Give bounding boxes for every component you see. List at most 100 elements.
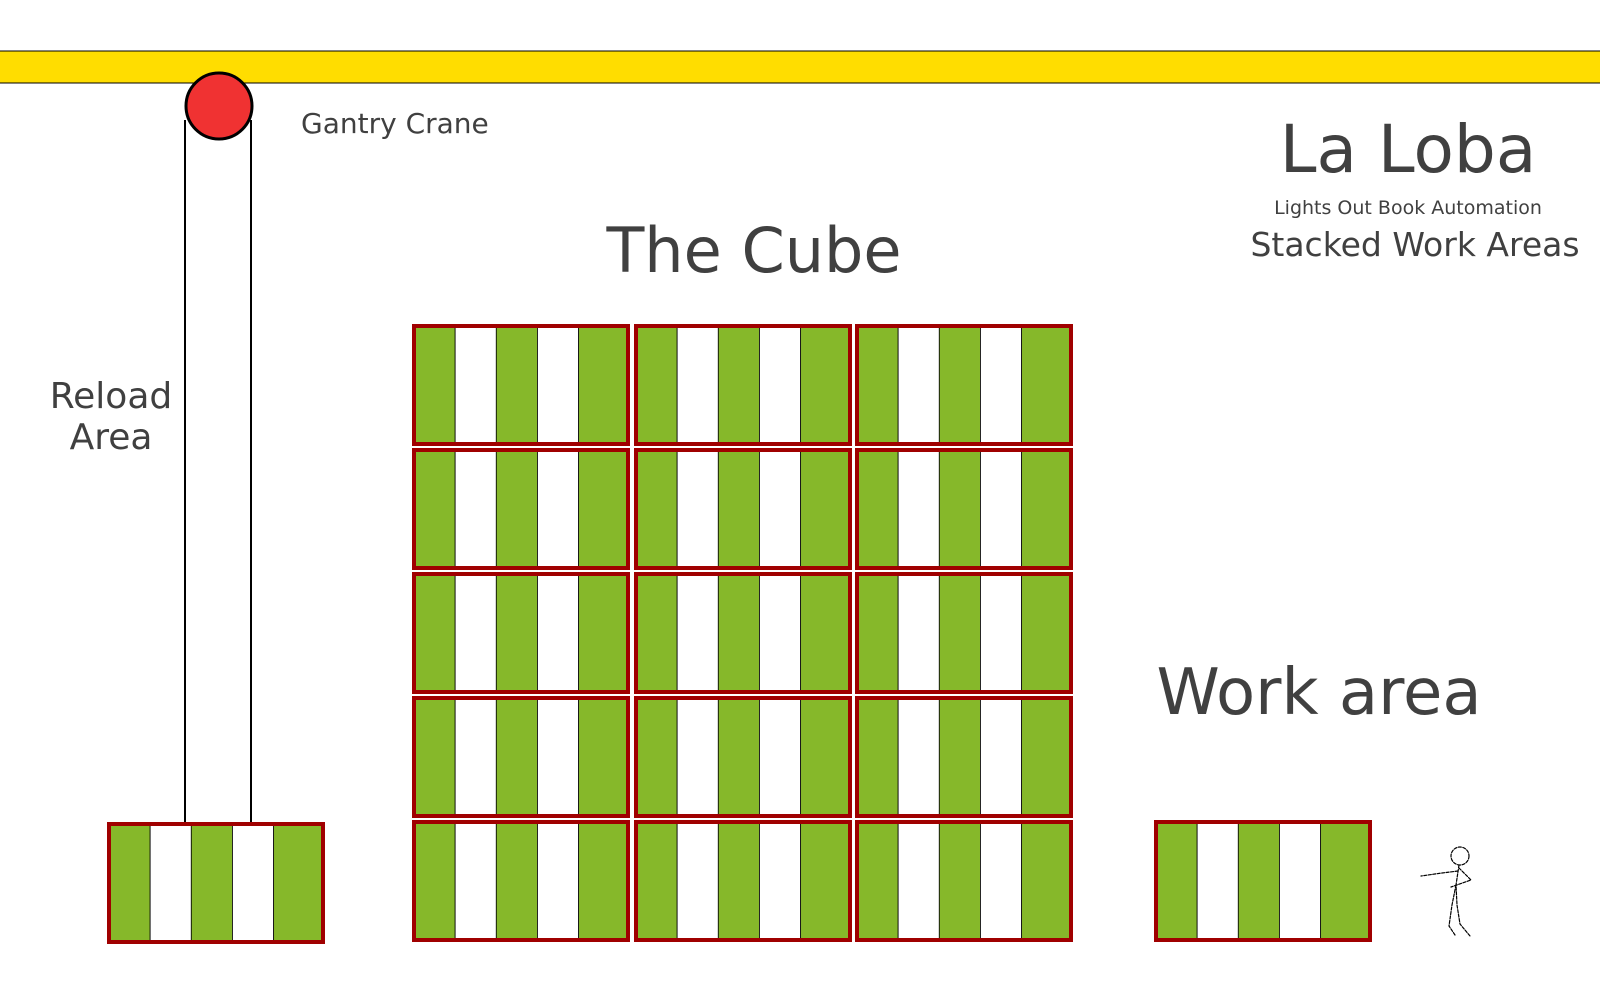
pallet-stripe-green	[108, 823, 151, 943]
cube-pallet	[412, 820, 630, 942]
pallet-stripe-green	[1155, 821, 1198, 941]
cube-pallet	[855, 696, 1073, 818]
pallet-stripe-green	[717, 449, 760, 569]
pallet-stripe-white	[1196, 821, 1239, 941]
pallet-stripe-green	[495, 821, 538, 941]
pallet-stripe-green	[1021, 449, 1072, 569]
cube-pallet	[634, 572, 852, 694]
cube-pallet	[634, 696, 852, 818]
pallet-stripe-white	[454, 697, 497, 817]
pallet-frame	[634, 696, 852, 818]
pallet-frame	[412, 448, 630, 570]
pallet-stripe-green	[938, 697, 981, 817]
pallet-frame	[855, 820, 1073, 942]
pallet-stripe-green	[800, 449, 851, 569]
pallet-stripe-white	[537, 697, 580, 817]
pallet-frame	[855, 572, 1073, 694]
pallet-stripe-white	[759, 325, 802, 445]
pallet-stripe-green	[856, 697, 899, 817]
pallet-stripe-green	[413, 573, 456, 693]
pallet-stripe-green	[856, 573, 899, 693]
pallet-stripe-white	[454, 573, 497, 693]
pallet-stripe-white	[759, 821, 802, 941]
pallet-stripe-white	[980, 573, 1023, 693]
pallet-stripe-green	[800, 821, 851, 941]
pallet-stripe-green	[856, 325, 899, 445]
pallet-stripe-white	[149, 823, 192, 943]
cube-pallet	[412, 448, 630, 570]
cube-title: The Cube	[605, 214, 901, 287]
pallet-stripe-green	[938, 449, 981, 569]
pallet-stripe-green	[578, 573, 629, 693]
pallet-frame	[634, 572, 852, 694]
pallet-stripe-white	[537, 821, 580, 941]
pallet-stripe-white	[980, 325, 1023, 445]
cube-pallet	[412, 572, 630, 694]
pallet-stripe-green	[273, 823, 324, 943]
pallet-stripe-white	[897, 325, 940, 445]
pallet-stripe-white	[1279, 821, 1322, 941]
pallet-stripe-green	[938, 573, 981, 693]
cube-pallet	[634, 448, 852, 570]
pallet-stripe-white	[454, 449, 497, 569]
cube-pallet	[855, 324, 1073, 446]
pallet-frame	[412, 324, 630, 446]
reload-area-label-line2: Area	[70, 417, 153, 458]
stacked-work-areas-label: Stacked Work Areas	[1250, 225, 1579, 264]
reload-area	[107, 822, 325, 944]
pallet-stripe-green	[495, 325, 538, 445]
reload-area-label-line1: Reload	[50, 376, 172, 417]
pallet-stripe-green	[578, 449, 629, 569]
pallet-stripe-white	[897, 821, 940, 941]
pallet-frame	[855, 448, 1073, 570]
pallet-frame	[412, 696, 630, 818]
pallet-stripe-green	[800, 697, 851, 817]
pallet-frame	[634, 324, 852, 446]
pallet-stripe-green	[495, 697, 538, 817]
pallet-stripe-green	[717, 697, 760, 817]
pallet-stripe-white	[897, 449, 940, 569]
cube-pallet	[412, 324, 630, 446]
pallet-frame	[107, 822, 325, 944]
pallet-stripe-green	[578, 821, 629, 941]
cube-pallet	[634, 324, 852, 446]
pallet-stripe-white	[454, 325, 497, 445]
pallet-stripe-green	[578, 325, 629, 445]
pallet-stripe-green	[1021, 325, 1072, 445]
pallet-stripe-green	[635, 821, 678, 941]
pallet-stripe-green	[413, 821, 456, 941]
pallet-stripe-white	[454, 821, 497, 941]
pallet-stripe-green	[635, 449, 678, 569]
work-area-label: Work area	[1156, 656, 1481, 730]
pallet-stripe-green	[495, 573, 538, 693]
pallet-stripe-green	[635, 325, 678, 445]
pallet-frame	[412, 572, 630, 694]
pallet-stripe-white	[980, 449, 1023, 569]
brand-title: La Loba	[1280, 111, 1537, 188]
pallet-frame	[1154, 820, 1372, 942]
pallet-stripe-white	[537, 449, 580, 569]
pallet-stripe-green	[1021, 573, 1072, 693]
pallet-frame	[412, 820, 630, 942]
brand-subtitle: Lights Out Book Automation	[1274, 197, 1542, 219]
pallet-stripe-white	[759, 573, 802, 693]
pallet-stripe-white	[980, 821, 1023, 941]
pallet-stripe-green	[1320, 821, 1371, 941]
pallet-stripe-white	[676, 449, 719, 569]
pallet-stripe-green	[413, 449, 456, 569]
pallet-stripe-green	[1021, 697, 1072, 817]
pallet-stripe-green	[578, 697, 629, 817]
pallet-stripe-green	[413, 325, 456, 445]
work-pallet	[1154, 820, 1372, 942]
work-area	[1154, 820, 1372, 942]
pallet-frame	[634, 448, 852, 570]
pallet-stripe-green	[717, 325, 760, 445]
pallet-stripe-green	[856, 449, 899, 569]
pallet-stripe-green	[635, 573, 678, 693]
gantry-crane-label: Gantry Crane	[301, 107, 489, 140]
pallet-stripe-white	[759, 449, 802, 569]
pallet-stripe-green	[717, 573, 760, 693]
pallet-stripe-white	[676, 697, 719, 817]
pallet-stripe-white	[897, 697, 940, 817]
